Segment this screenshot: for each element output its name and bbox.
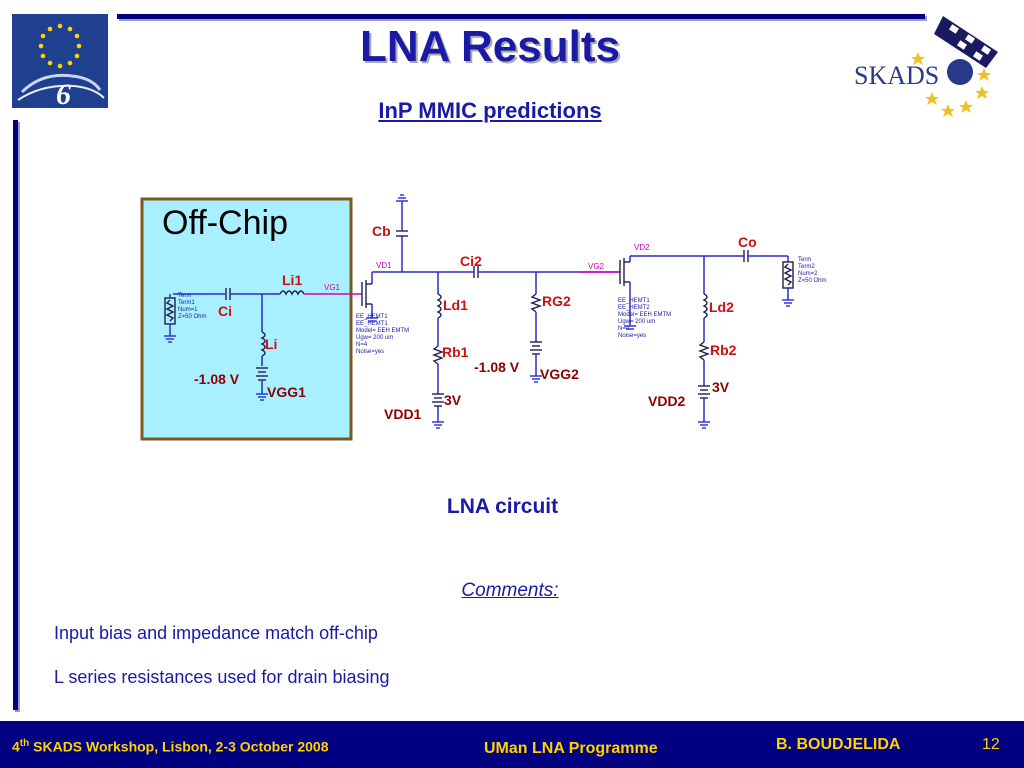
term1-line-3: Z=50 Ohm [178, 314, 207, 320]
slide-subtitle: InP MMIC predictions [300, 98, 680, 124]
term1-line-1: Term1 [178, 300, 195, 306]
label-vgg2: VGG2 [540, 366, 579, 382]
cb-capacitor [396, 194, 408, 272]
net-vd1: VD1 [376, 261, 392, 270]
li-inductor [260, 294, 266, 366]
offchip-title: Off-Chip [162, 204, 288, 242]
footer-programme: UMan LNA Programme [484, 740, 658, 757]
term1-line-2: Num=1 [178, 307, 198, 313]
fet2-line-0: EE_HEMT1 [618, 298, 650, 304]
eu-fp6-logo: 6 [12, 14, 108, 108]
workshop-number: 4 [12, 738, 20, 755]
label-li: Li [265, 336, 277, 352]
fet2-line-2: Model= EEH EMTM [618, 312, 671, 318]
fet1-line-4: N=4 [356, 342, 368, 348]
label-ld1: Ld1 [443, 297, 468, 313]
footer-author: B. BOUDJELIDA [776, 736, 901, 753]
label-rb1: Rb1 [442, 344, 469, 360]
fet2-transistor [619, 256, 636, 330]
fet1-line-5: Noise=yes [356, 349, 384, 355]
left-decor-bar [13, 120, 18, 710]
term2-line-3: Z=50 Ohm [798, 278, 827, 284]
fet2-line-5: Noise=yes [618, 333, 646, 339]
co-capacitor [740, 250, 788, 262]
label-ci: Ci [218, 303, 232, 319]
skads-wordmark: SKADS [854, 61, 939, 90]
comment-line-2: L series resistances used for drain bias… [54, 667, 390, 687]
figure-caption: LNA circuit [446, 495, 559, 518]
net-vg2: VG2 [588, 262, 605, 271]
label-vgg2-value: -1.08 V [474, 359, 520, 375]
label-rb2: Rb2 [710, 342, 737, 358]
skads-logo: SKADS [854, 16, 998, 117]
term1-port: Term Term1 Num=1 Z=50 Ohm [164, 293, 225, 343]
lna-circuit-schematic: Off-Chip Term Term1 Num=1 Z=50 Ohm Ci Li… [140, 194, 827, 441]
term2-line-1: Term2 [798, 264, 815, 270]
label-ld2: Ld2 [709, 299, 734, 315]
term1-line-0: Term [178, 293, 191, 299]
label-vgg1: VGG1 [267, 384, 306, 400]
fet1-line-0: EE_HEMT1 [356, 314, 388, 320]
label-vdd2-value: 3V [712, 379, 730, 395]
footer-bar: 4th SKADS Workshop, Lisbon, 2-3 October … [0, 721, 1024, 768]
fet1-line-2: Model= EEH EMTM [356, 328, 409, 334]
fet1-transistor [360, 272, 378, 322]
term2-port: Term Term2 Num=2 Z=50 Ohm [782, 256, 827, 307]
label-vdd1: VDD1 [384, 406, 422, 422]
label-li1: Li1 [282, 272, 302, 288]
label-cb: Cb [372, 223, 391, 239]
fet2-line-1: EE_HEMT2 [618, 305, 650, 311]
label-vgg1-value: -1.08 V [194, 371, 240, 387]
fet1-line-1: EE_HEMT1 [356, 321, 388, 327]
footer-page-number: 12 [982, 736, 1000, 753]
comments-heading: Comments: [461, 580, 559, 601]
term2-line-0: Term [798, 257, 811, 263]
ci-capacitor [225, 288, 280, 300]
label-rg2: RG2 [542, 293, 571, 309]
ld2-rb2-branch [698, 256, 710, 429]
label-ci2: Ci2 [460, 253, 482, 269]
subtitle-text: InP MMIC predictions [378, 98, 602, 123]
top-decor-bar [117, 14, 925, 19]
label-vdd2: VDD2 [648, 393, 686, 409]
ld1-rb1-branch [432, 272, 444, 429]
workshop-sup: th [19, 738, 30, 749]
comment-line-1: Input bias and impedance match off-chip [54, 623, 378, 643]
li1-inductor [279, 290, 360, 296]
fet2-line-4: N=4 [618, 326, 630, 332]
net-vg1: VG1 [324, 283, 341, 292]
label-vdd1-value: 3V [444, 392, 462, 408]
fp6-number: 6 [56, 78, 71, 108]
slide-title: LNA Results [360, 22, 620, 71]
vgg1-source [256, 367, 268, 401]
label-co: Co [738, 234, 757, 250]
term2-line-2: Num=2 [798, 271, 818, 277]
fet2-line-3: Ugw= 200 um [618, 319, 655, 325]
workshop-rest: SKADS Workshop, Lisbon, 2-3 October 2008 [29, 738, 329, 755]
fet1-line-3: Ugw= 200 um [356, 335, 393, 341]
net-vd2: VD2 [634, 243, 650, 252]
footer-workshop: 4th SKADS Workshop, Lisbon, 2-3 October … [12, 738, 329, 755]
offchip-box [140, 197, 353, 441]
rg2-vgg2-branch [530, 272, 542, 383]
